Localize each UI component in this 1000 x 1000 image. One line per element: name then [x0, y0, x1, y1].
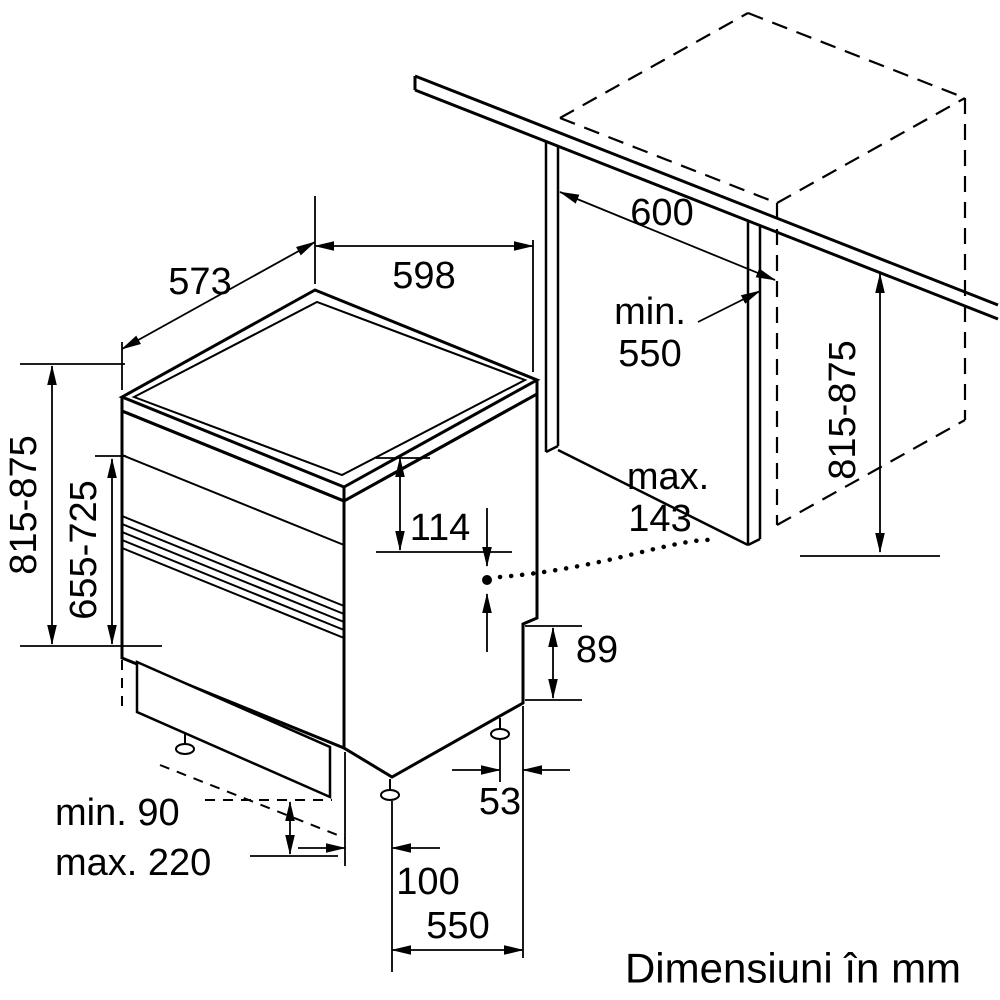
dimension-lines: [20, 191, 940, 972]
dim-door-projection: [482, 508, 717, 652]
dim-niche-height: [800, 273, 940, 557]
countertop-lines: [413, 74, 999, 321]
label-appliance-height: 815-875: [3, 435, 45, 574]
label-niche-width: 600: [630, 192, 693, 234]
niche-dashed-box: [559, 11, 967, 526]
side-face: [342, 391, 539, 779]
feet: [175, 718, 510, 801]
dim-niche-depth: [697, 290, 761, 323]
label-niche-height: 815-875: [822, 340, 864, 479]
dishwasher-drawing: [118, 288, 541, 839]
dimension-labels: 573 598 600 min. 550 815-875 655-725 114…: [3, 192, 961, 992]
units-caption: Dimensiuni în mm: [625, 945, 961, 992]
dim-niche-width: [559, 191, 776, 281]
label-front-foot-offset: 100: [396, 861, 459, 903]
hinge-point: [482, 575, 492, 585]
plinth: [135, 660, 332, 799]
control-panel-lines: [121, 454, 345, 639]
plinth-dashed-hints: [121, 660, 346, 839]
dim-plinth-height: [205, 799, 338, 857]
label-panel-height: 114: [410, 507, 471, 549]
dim-appliance-width: [314, 240, 534, 372]
label-niche-depth-min: min.: [614, 291, 686, 333]
dim-appliance-height: [20, 363, 162, 647]
dim-front-foot-offset: [298, 752, 440, 972]
label-door-projection-max: max.: [627, 456, 709, 498]
dim-appliance-depth: [121, 196, 316, 390]
label-appliance-depth: 573: [168, 261, 231, 303]
label-front-height: 655-725: [63, 480, 105, 619]
label-plinth-min: min. 90: [55, 792, 180, 834]
dim-rear-foot-offset: [452, 706, 570, 958]
label-niche-depth-value: 550: [618, 333, 681, 375]
label-rear-foot-offset: 53: [479, 781, 521, 823]
dim-rear-base-height: [525, 625, 582, 701]
label-feet-span: 550: [426, 905, 489, 947]
label-appliance-width: 598: [392, 255, 455, 297]
label-door-projection-value: 143: [628, 498, 691, 540]
label-plinth-max: max. 220: [55, 842, 211, 884]
label-rear-base-height: 89: [576, 629, 618, 671]
dim-front-height: [95, 455, 126, 645]
